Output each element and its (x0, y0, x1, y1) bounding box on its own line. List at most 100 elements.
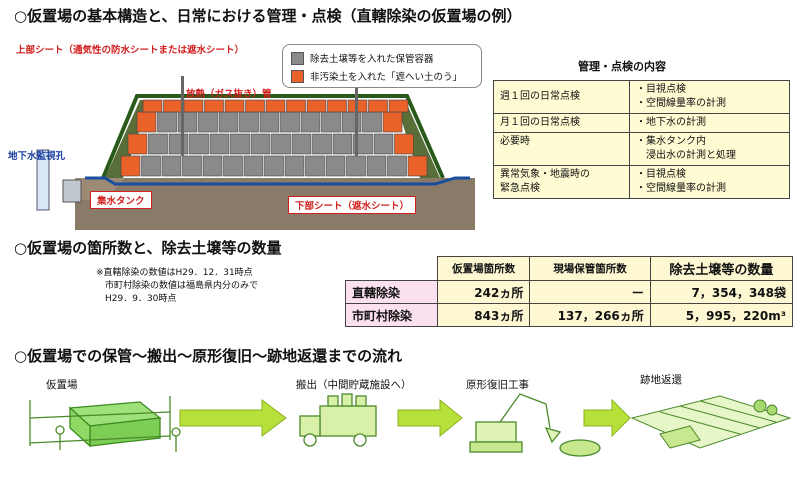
soil-container (198, 111, 218, 133)
soil-container (341, 111, 362, 133)
table-row: 直轄除染 242ヵ所 ー 7，354，348袋 (345, 280, 794, 304)
item: ・空間線量率の計測 (636, 98, 726, 109)
item: ・目視点検 (636, 169, 686, 180)
top-sheet-label: 上部シート（通気性の防水シートまたは遮水シート） (16, 45, 245, 56)
soil-container (346, 155, 366, 177)
cell-amount: 7，354，348袋 (649, 280, 794, 304)
shield-bag (394, 133, 414, 155)
flow-step-1-label: 仮置場 (46, 379, 78, 391)
management-items: ・集水タンク内 浸出水の計測と処理 (629, 132, 790, 166)
management-when: 異常気象・地震時の 緊急点検 (493, 165, 630, 199)
counts-note-2: 市町村除染の数値は福島県内分のみで (96, 281, 259, 291)
vent-pipe-2 (355, 76, 358, 156)
soil-container (300, 111, 321, 133)
flow-illustrations (29, 393, 792, 457)
shield-bag (388, 99, 409, 113)
flow-step-4-label: 跡地返還 (640, 374, 682, 386)
soil-container (182, 155, 202, 177)
soil-container (373, 133, 394, 155)
soil-container (291, 133, 312, 155)
counts-note-1: ※直轄除染の数値はH29．12．31時点 (96, 268, 253, 278)
heading-structure: ○仮置場の基本構造と、日常における管理・点検（直轄除染の仮置場の例） (14, 7, 522, 25)
water-tank-label: 集水タンク (90, 191, 152, 209)
vent-pipe-label: 放熱（ガス抜き）管 (186, 89, 272, 100)
shield-bag (265, 99, 286, 113)
soil-container (387, 155, 407, 177)
table-row: 週１回の日常点検 ・目視点検・空間線量率の計測 (493, 80, 790, 114)
flow-step-3-label: 原形復旧工事 (466, 379, 529, 391)
management-when: 必要時 (493, 132, 630, 166)
shield-bag (127, 133, 148, 155)
soil-container (312, 133, 332, 155)
cell-sites: 242ヵ所 (436, 280, 531, 304)
soil-container (366, 155, 387, 177)
soil-container (305, 155, 325, 177)
soil-container (325, 155, 346, 177)
item: ・目視点検 (636, 84, 686, 95)
shield-bag (368, 99, 388, 113)
transport-truck-illustration (299, 393, 377, 447)
soil-container (202, 155, 223, 177)
shield-bag (136, 111, 157, 133)
col-header-amount: 除去土壌等の数量 (649, 256, 794, 281)
shield-bag (183, 99, 204, 113)
storage-cross-section (36, 76, 475, 230)
bottom-sheet-label: 下部シート（遮水シート） (288, 196, 417, 214)
management-table: 週１回の日常点検 ・目視点検・空間線量率の計測 月１回の日常点検 ・地下水の計測… (493, 80, 790, 199)
shield-bag (163, 99, 183, 113)
table-row: 必要時 ・集水タンク内 浸出水の計測と処理 (493, 132, 790, 166)
shield-bag (286, 99, 306, 113)
counts-table: 仮置場箇所数 現場保管箇所数 除去土壌等の数量 直轄除染 242ヵ所 ー 7，3… (345, 256, 794, 327)
table-row: 市町村除染 843ヵ所 137，266ヵ所 5，995，220m³ (345, 303, 794, 327)
management-items: ・目視点検・空間線量率の計測 (629, 165, 790, 199)
shield-bag (327, 99, 347, 113)
soil-container (239, 111, 259, 133)
table-row: 異常気象・地震時の 緊急点検 ・目視点検・空間線量率の計測 (493, 165, 790, 199)
soil-container (250, 133, 271, 155)
soil-container (264, 155, 284, 177)
returned-land-illustration (630, 395, 792, 449)
item: ・空間線量率の計測 (636, 183, 726, 194)
shield-bag (382, 111, 403, 133)
groundwater-well-label: 地下水監視孔 (8, 151, 66, 162)
bottom-sheet-line (85, 176, 470, 186)
management-when: 月１回の日常点検 (493, 113, 630, 133)
heading-flow: ○仮置場での保管～搬出～原形復旧～跡地返還までの流れ (14, 347, 403, 365)
embankment-right (395, 100, 440, 178)
soil-container (168, 133, 189, 155)
soil-container (209, 133, 230, 155)
excavator-illustration (469, 393, 601, 457)
soil-container (362, 111, 382, 133)
flow-step-2-label: 搬出（中間貯蔵施設へ） (296, 379, 412, 391)
item: ・地下水の計測 (636, 117, 706, 128)
vent-pipe-1 (181, 76, 184, 156)
col-header-onsite: 現場保管箇所数 (529, 256, 651, 281)
soil-container (230, 133, 250, 155)
management-title: 管理・点検の内容 (578, 60, 666, 73)
soil-container (189, 133, 209, 155)
legend-swatch-container (291, 51, 304, 65)
soil-container (141, 155, 161, 177)
management-items: ・目視点検・空間線量率の計測 (629, 80, 790, 114)
flow-arrow-3 (583, 398, 631, 438)
legend-swatch-shield-bag (291, 69, 304, 83)
soil-container (353, 133, 373, 155)
shield-bag (224, 99, 245, 113)
item: 浸出水の計測と処理 (636, 150, 736, 161)
shield-bag (142, 99, 163, 113)
soil-container (284, 155, 305, 177)
flow-arrow-2 (397, 398, 463, 438)
top-sheet-line (101, 94, 445, 179)
empty-cell (345, 256, 438, 281)
shield-bag (245, 99, 265, 113)
shield-bag (306, 99, 327, 113)
legend-label-container: 除去土壌等を入れた保管容器 (310, 54, 434, 65)
diagram-legend: 除去土壌等を入れた保管容器 非汚染土を入れた「遮へい土のう」 (282, 44, 482, 88)
flow-arrow-1 (179, 399, 287, 437)
shield-bag (204, 99, 224, 113)
water-tank (62, 179, 82, 203)
counts-note-3: H29．9．30時点 (96, 294, 177, 304)
soil-container (177, 111, 198, 133)
soil-container (223, 155, 243, 177)
shield-bag (407, 155, 428, 177)
